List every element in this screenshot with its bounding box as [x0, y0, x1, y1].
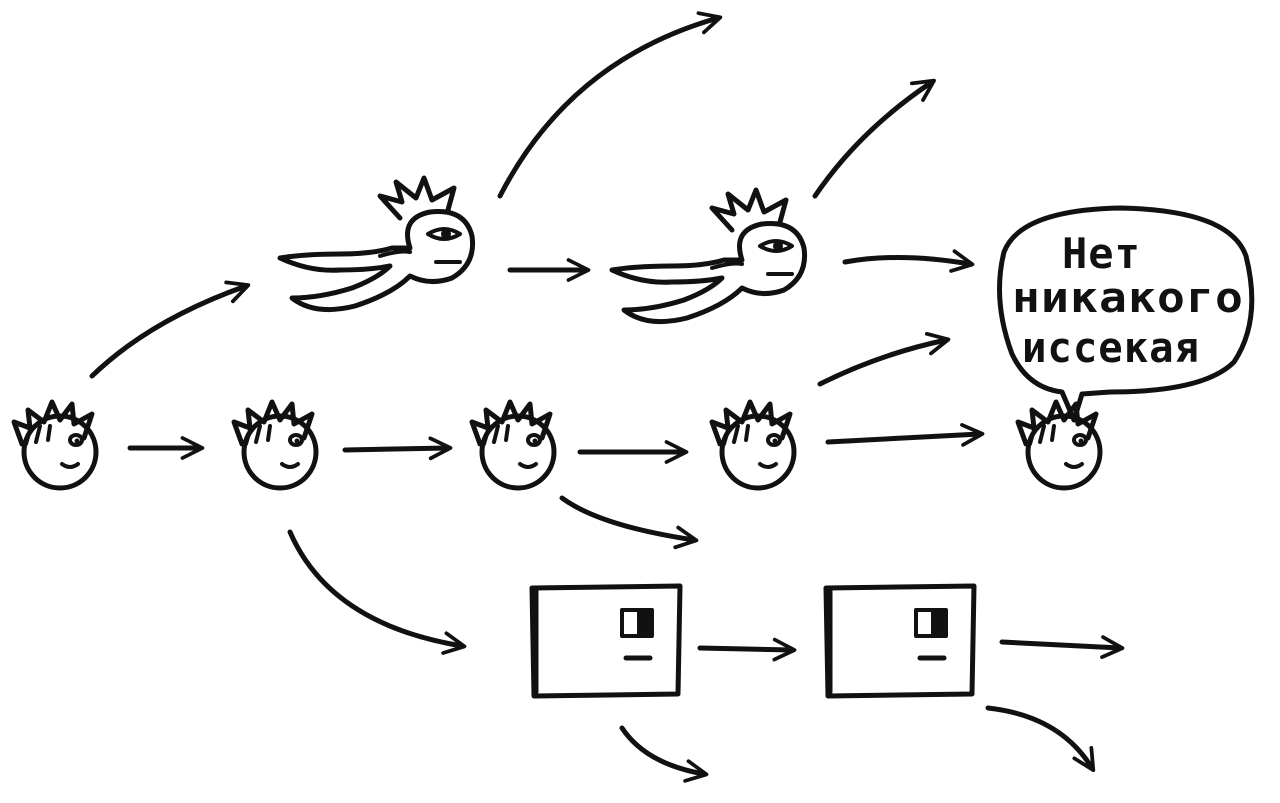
flying-hero-icon: [612, 190, 805, 322]
arrow-icon: [825, 423, 985, 447]
arrow-icon: [89, 280, 251, 379]
arrow-icon: [812, 78, 936, 199]
arrow-icon: [342, 436, 453, 461]
box-door-icon: [532, 586, 680, 696]
flying-hero-icon: [280, 178, 473, 310]
arrow-icon: [287, 529, 467, 655]
arrow-icon: [817, 331, 951, 387]
arrow-icon: [999, 635, 1125, 659]
bubble-line-1: Нет: [1062, 229, 1141, 278]
boy-head-icon: [234, 402, 316, 488]
arrow-icon: [497, 11, 723, 199]
arrow-icon: [697, 637, 797, 662]
boy-head-icon: [1018, 402, 1100, 488]
boy-head-icon: [472, 402, 554, 488]
speech-bubble-icon: [997, 205, 1255, 423]
box-door-icon: [826, 586, 974, 696]
bubble-line-3: иссекая: [1022, 323, 1200, 372]
arrow-icon: [619, 725, 709, 783]
boy-head-icon: [712, 402, 794, 488]
speech-bubble: Нет никакого иссекая: [997, 205, 1255, 423]
arrow-icon: [985, 705, 1096, 773]
arrow-icon: [559, 495, 699, 550]
arrow-icon: [842, 249, 975, 273]
boy-head-icon: [14, 402, 96, 488]
bubble-line-2: никакого: [1012, 273, 1244, 322]
